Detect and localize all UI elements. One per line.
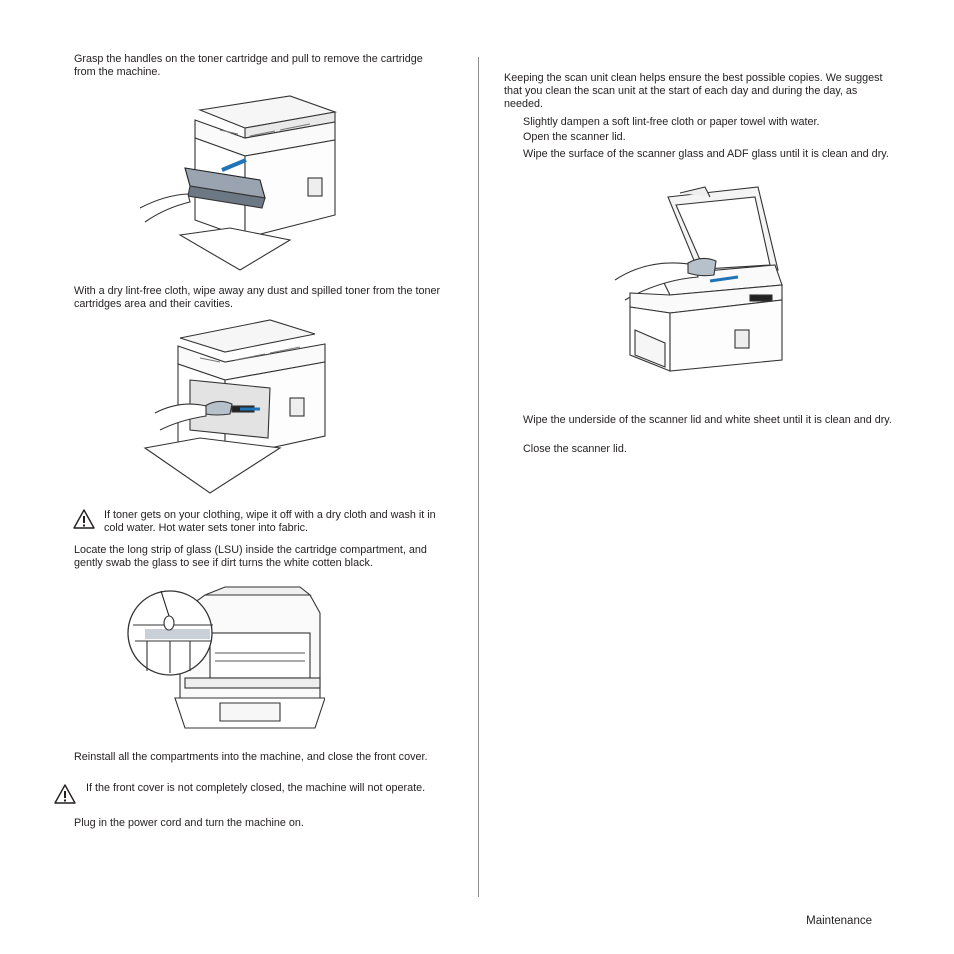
caution-front-cover: If the front cover is not completely clo…	[86, 782, 426, 794]
step-wipe-glass: Wipe the surface of the scanner glass an…	[523, 148, 889, 160]
illustration-wipe-cartridge-area	[140, 318, 330, 496]
step-open-lid: Open the scanner lid.	[523, 131, 626, 143]
step-remove-cartridge: Grasp the handles on the toner cartridge…	[74, 53, 423, 79]
scan-unit-intro: Keeping the scan unit clean helps ensure…	[504, 72, 883, 111]
warning-triangle-icon	[73, 509, 95, 533]
warning-triangle-icon	[54, 784, 76, 808]
step-close-lid: Close the scanner lid.	[523, 443, 627, 455]
step-plug-in: Plug in the power cord and turn the mach…	[74, 817, 304, 829]
column-divider	[478, 57, 479, 897]
caution-toner-clothing: If toner gets on your clothing, wipe it …	[104, 509, 436, 535]
step-wipe-dust: With a dry lint-free cloth, wipe away an…	[74, 285, 441, 311]
step-reinstall: Reinstall all the compartments into the …	[74, 751, 428, 763]
illustration-remove-toner-cartridge	[140, 90, 350, 272]
step-locate-lsu: Locate the long strip of glass (LSU) ins…	[74, 544, 427, 570]
step-wipe-lid: Wipe the underside of the scanner lid an…	[523, 414, 892, 426]
illustration-wipe-scanner-glass	[610, 185, 788, 373]
illustration-lsu-glass	[125, 583, 325, 731]
step-dampen-cloth: Slightly dampen a soft lint-free cloth o…	[523, 116, 820, 128]
footer-section-name: Maintenance	[806, 915, 872, 927]
